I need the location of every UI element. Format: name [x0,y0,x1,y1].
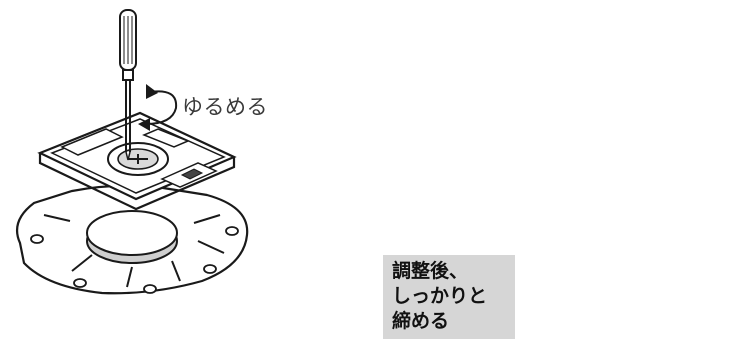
screwdriver-icon [119,9,137,161]
callout-line-1: 調整後、 [392,260,469,282]
loosen-label: ゆるめる [182,95,268,119]
left-pedestal-figure [15,111,249,295]
rotate-arrow-icon [138,84,178,131]
callout-line-3: 締める [392,310,450,332]
callout-line-2: しっかりと [392,285,488,307]
tighten-callout: 調整後、 しっかりと 締める [383,255,515,339]
